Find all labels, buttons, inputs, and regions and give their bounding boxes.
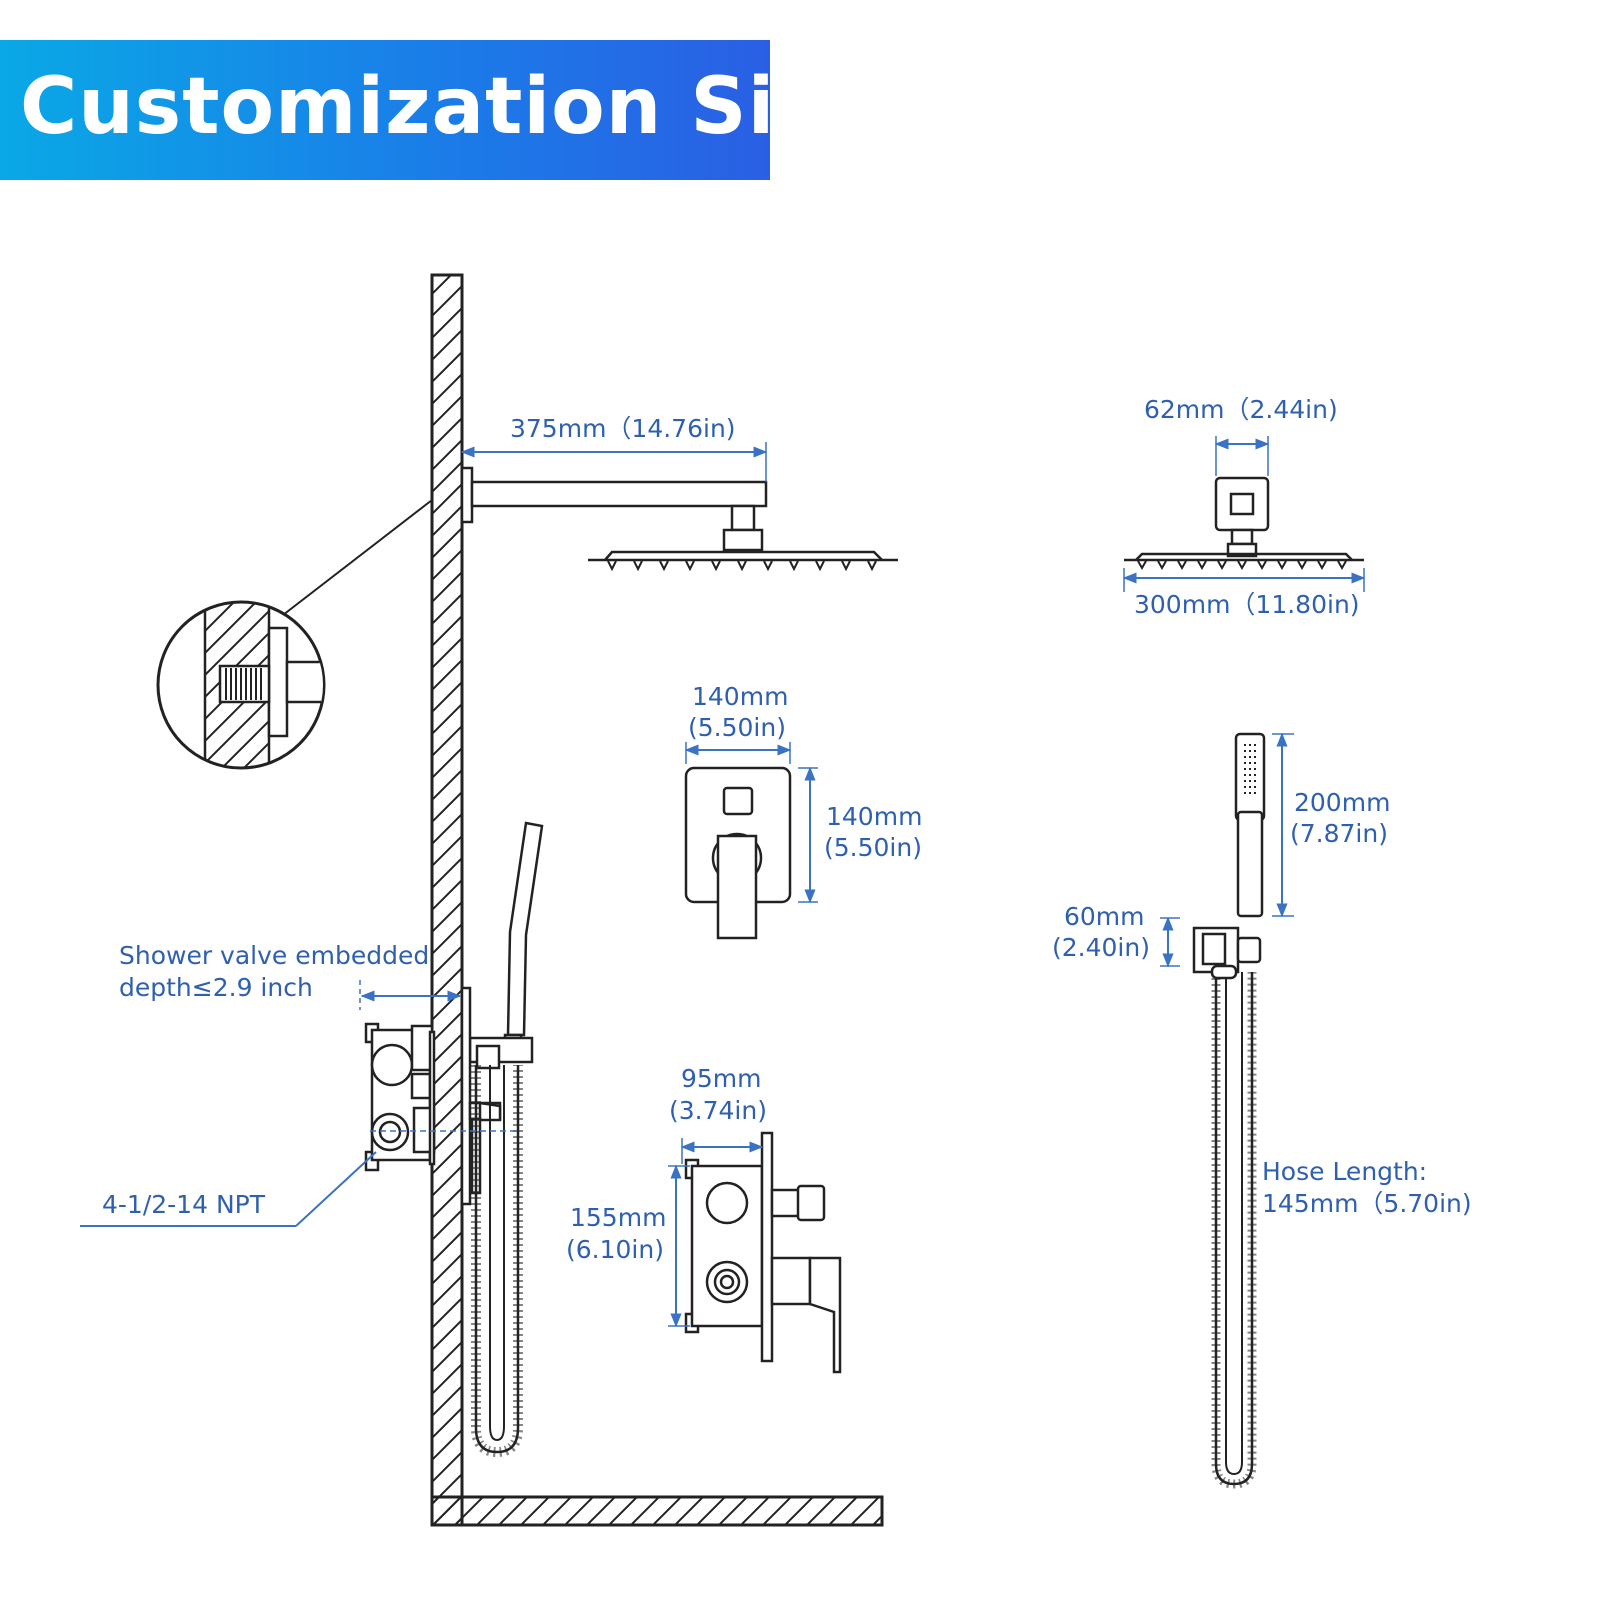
trim-height-in-label: (5.50in) xyxy=(824,833,922,862)
valve-side-view xyxy=(684,1131,842,1374)
valve-height-in-label: (6.10in) xyxy=(566,1235,664,1264)
head-width-dimension: 300mm（11.80in) xyxy=(1122,568,1366,619)
head-width-label: 300mm（11.80in) xyxy=(1134,590,1360,619)
handheld-in-label: (7.87in) xyxy=(1290,819,1388,848)
embedded-depth-line1: Shower valve embedded xyxy=(119,941,429,970)
valve-body-in-wall xyxy=(364,1022,436,1172)
page-title: Customization Size xyxy=(20,62,876,152)
npt-callout: 4-1/2-14 NPT xyxy=(80,1130,520,1227)
hose-length-line1: Hose Length: xyxy=(1262,1157,1427,1186)
handheld-shower-front-view xyxy=(1234,732,1266,918)
valve-height-mm-label: 155mm xyxy=(570,1203,666,1232)
trim-height-mm-label: 140mm xyxy=(826,802,922,831)
shower-head-top-view xyxy=(1124,476,1364,562)
handheld-length-dimension: 200mm (7.87in) xyxy=(1272,732,1390,918)
holder-size-dimension: 60mm (2.40in) xyxy=(1052,902,1180,968)
hose-side-view xyxy=(471,1065,523,1458)
shower-head-nozzles-top xyxy=(1137,560,1347,571)
wall-mount-detail-callout xyxy=(156,499,433,770)
arm-length-dimension: 375mm（14.76in) xyxy=(460,414,768,482)
embedded-depth-line2: depth≤2.9 inch xyxy=(119,973,313,1002)
trim-width-in-label: (5.50in) xyxy=(688,713,786,742)
valve-height-dimension: 155mm (6.10in) xyxy=(566,1164,690,1328)
valve-depth-dimension: Shower valve embedded depth≤2.9 inch xyxy=(119,941,462,1010)
handheld-shower-side-view xyxy=(460,821,544,1206)
npt-label: 4-1/2-14 NPT xyxy=(102,1190,266,1219)
trim-height-dimension: 140mm (5.50in) xyxy=(798,766,922,904)
arm-length-label: 375mm（14.76in) xyxy=(510,414,736,443)
trim-plate-front-view xyxy=(684,766,792,940)
valve-depth-95-dimension: 95mm (3.74in) xyxy=(669,1064,767,1164)
trim-width-dimension: 140mm (5.50in) xyxy=(684,682,792,764)
holder-in-label: (2.40in) xyxy=(1052,933,1150,962)
flange-width-label: 62mm（2.44in) xyxy=(1144,395,1338,424)
wall-holder xyxy=(1192,926,1262,980)
holder-mm-label: 60mm xyxy=(1064,902,1145,931)
wall-section xyxy=(430,273,884,1527)
hose-front-view xyxy=(1211,972,1257,1489)
shower-arm-side-view xyxy=(460,466,898,562)
flange-width-dimension: 62mm（2.44in) xyxy=(1144,395,1338,476)
title-banner: Customization Size xyxy=(0,40,875,180)
valve-depth-mm-label: 95mm xyxy=(681,1064,762,1093)
hose-length-line2: 145mm（5.70in) xyxy=(1262,1189,1472,1218)
handheld-spray-dots xyxy=(1244,744,1256,794)
valve-depth-in-label: (3.74in) xyxy=(669,1096,767,1125)
shower-head-nozzles-side xyxy=(607,560,877,572)
trim-width-mm-label: 140mm xyxy=(692,682,788,711)
hose-length-callout: Hose Length: 145mm（5.70in) xyxy=(1262,1157,1472,1218)
handheld-mm-label: 200mm xyxy=(1294,788,1390,817)
